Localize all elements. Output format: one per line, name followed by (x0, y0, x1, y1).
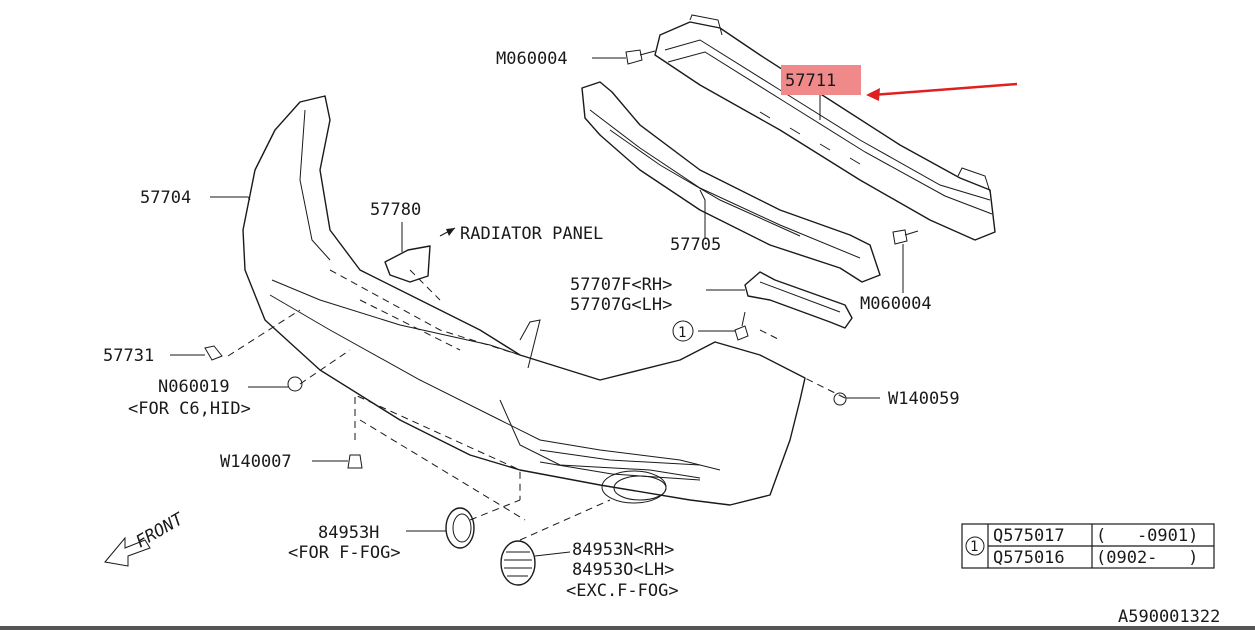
callout-bracket-rh: 57707F<RH> (570, 275, 672, 295)
fog-lamp-cover (445, 507, 475, 549)
highlight-arrow (871, 82, 1018, 97)
reference-table: 1 Q575017 ( -0901) Q575016 (0902- ) (961, 523, 1215, 569)
side-bracket (744, 271, 853, 329)
part-highlight-box (781, 65, 861, 95)
bolt-icon-top (625, 49, 656, 65)
callout-bracket-center: 57780 (370, 200, 421, 220)
callout-clip-left: 57731 (103, 346, 154, 366)
callout-fog-cover-note: <FOR F-FOG> (288, 543, 401, 563)
bolt-icon-right (892, 229, 919, 245)
callout-bolt-top: M060004 (496, 49, 568, 69)
diagram-code: A590001322 (1118, 607, 1220, 627)
front-label: FRONT (133, 509, 189, 553)
ref-circle-number: 1 (678, 325, 686, 341)
energy-absorber (581, 81, 881, 283)
callout-nut-note: <FOR C6,HID> (128, 399, 251, 419)
ref-circle-icon (672, 320, 694, 342)
callout-radiator-panel: RADIATOR PANEL (460, 224, 603, 244)
bolt-icon-bracket (734, 311, 749, 341)
clip-icon-right (833, 392, 847, 406)
table-range-2: (0902- ) (1096, 548, 1198, 568)
callout-grille-lh: 84953O<LH> (572, 560, 674, 580)
fog-grille (500, 540, 536, 586)
table-part-1: Q575017 (993, 526, 1065, 546)
callout-cover: 57704 (140, 188, 191, 208)
callout-beam: 57711 (785, 71, 836, 91)
clip-icon-bottom (347, 454, 363, 469)
callout-clip-right: W140059 (888, 389, 960, 409)
callout-nut: N060019 (158, 377, 230, 397)
center-bracket (384, 245, 431, 283)
reinforcement-beam (654, 14, 996, 241)
table-part-2: Q575016 (993, 548, 1065, 568)
front-arrow-icon (104, 536, 151, 567)
callout-fog-cover: 84953H (318, 523, 379, 543)
callout-bracket-lh: 57707G<LH> (570, 295, 672, 315)
callout-clip-bottom: W140007 (220, 452, 292, 472)
highlight-arrowhead (866, 88, 880, 101)
callout-grille-note: <EXC.F-FOG> (566, 581, 679, 601)
bottom-rule (0, 626, 1255, 630)
bumper-face (242, 95, 806, 506)
table-range-1: ( -0901) (1096, 526, 1198, 546)
table-ref-number: 1 (970, 539, 978, 555)
callout-bolt-right: M060004 (860, 294, 932, 314)
callout-absorber: 57705 (670, 235, 721, 255)
clip-icon-left (204, 345, 223, 361)
nut-icon (287, 376, 303, 392)
callout-grille-rh: 84953N<RH> (572, 540, 674, 560)
